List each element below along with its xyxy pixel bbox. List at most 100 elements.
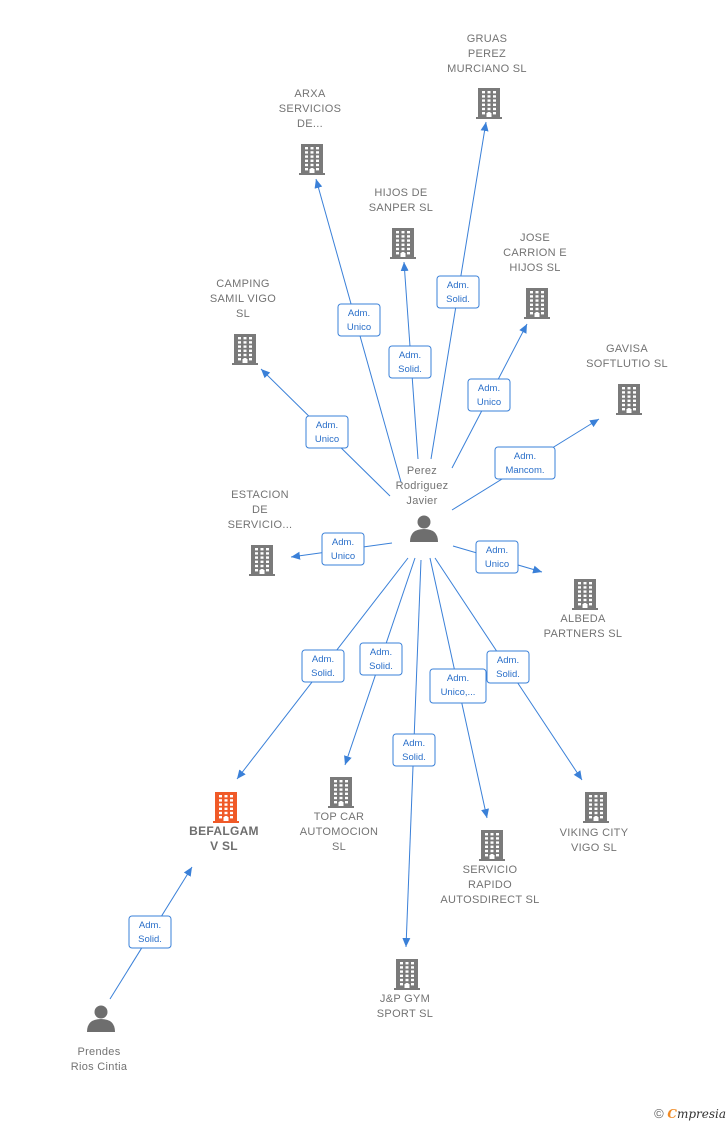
node-label: SAMIL VIGO [210,293,276,305]
node-label: J&P GYM [380,993,430,1005]
edge-label-line: Adm. [403,738,425,749]
edge-label-line: Adm. [370,647,392,658]
node-albeda[interactable]: ALBEDA PARTNERS SL [544,579,623,640]
edge-label-jp_gym[interactable]: Adm.Solid. [392,733,436,767]
node-label: HIJOS SL [509,262,560,274]
edge-label-line: Solid. [446,294,470,305]
edge-label-viking[interactable]: Adm. Solid. [486,650,530,684]
node-label: SOFTLUTIO SL [586,358,668,370]
edge-label-befalgam[interactable]: Adm.Solid. [128,915,172,949]
edge-label-arxa[interactable]: Adm. Unico [337,303,381,337]
node-label: DE [252,504,268,516]
edge-label-line: Solid. [496,669,520,680]
edge-label-line: Adm. [486,545,508,556]
building-icon [232,334,258,365]
edge-label-line: Unico,... [441,687,476,698]
edge-label-gruas[interactable]: Adm. Solid. [436,275,480,309]
node-label: SERVICIO... [228,519,293,531]
node-label: AUTOSDIRECT SL [440,894,539,906]
node-label: Perez [407,465,437,477]
edge-label-line: Adm. [447,673,469,684]
node-label: SL [236,308,250,320]
node-label: PARTNERS SL [544,628,623,640]
node-servicio_rapido[interactable]: SERVICIO RAPIDO AUTOSDIRECT SL [440,830,539,906]
node-label: RAPIDO [468,879,512,891]
node-label: ESTACION [231,489,289,501]
edge-label-camping[interactable]: Adm. Unico [305,415,349,449]
node-label: SERVICIO [463,864,518,876]
node-gavisa[interactable]: GAVISA SOFTLUTIO SL [586,343,668,415]
building-icon [583,792,609,823]
node-label: HIJOS DE [374,187,427,199]
edge-label-line: Adm. [332,537,354,548]
node-hijos_sanper[interactable]: HIJOS DE SANPER SL [369,187,433,259]
node-label: GRUAS [467,33,508,45]
node-label: MURCIANO SL [447,63,527,75]
edge-label-line: Unico [347,322,371,333]
node-label: BEFALGAM [189,824,259,838]
edge-label-line: Adm. [497,655,519,666]
edge-label-servicio_rapido[interactable]: Adm. Unico,... [429,668,487,704]
edge-label-line: Solid. [311,668,335,679]
building-icon [213,792,239,823]
building-icon [394,959,420,990]
edge-label-line: Mancom. [505,465,544,476]
node-label: PEREZ [468,48,506,60]
node-label: SANPER SL [369,202,433,214]
edge-label-topcar[interactable]: Adm. Solid. [359,642,403,676]
empresia-logo: Cmpresia [667,1107,726,1121]
node-camping[interactable]: CAMPING SAMIL VIGO SL [210,278,276,365]
edge-label-estacion[interactable]: Adm.Unico [321,532,365,566]
node-label: GAVISA [606,343,648,355]
edge-label-albeda[interactable]: Adm. Unico [475,540,519,574]
edge-label-line: Adm. [348,308,370,319]
edge-label-gavisa[interactable]: Adm. Mancom. [494,446,556,480]
node-estacion[interactable]: ESTACION DE SERVICIO... [228,489,293,576]
node-label: DE... [297,118,323,130]
edge-label-hijos_sanper[interactable]: Adm. Solid. [388,345,432,379]
node-label: Rios Cintia [71,1061,128,1073]
node-label: VIKING CITY [560,827,629,839]
building-icon [476,88,502,119]
node-arxa[interactable]: ARXASERVICIOSDE... [279,88,341,175]
edge-label-line: Solid. [398,364,422,375]
edge-label-line: Solid. [369,661,393,672]
building-icon [390,228,416,259]
building-icon [249,545,275,576]
edge-label-line: Unico [485,559,509,570]
copyright-icon: © [654,1106,664,1121]
building-icon [328,777,354,808]
node-label: Javier [406,495,437,507]
building-icon [479,830,505,861]
node-label: SL [332,841,346,853]
edge-label-line: Unico [315,434,339,445]
person-icon [410,515,438,542]
edge-label-line: Adm. [139,920,161,931]
node-label: V SL [210,839,238,853]
node-gruas[interactable]: GRUAS PEREZ MURCIANO SL [447,33,527,119]
edge-label-line: Adm. [399,350,421,361]
node-label: ALBEDA [560,613,606,625]
building-icon [616,384,642,415]
node-label: Rodriguez [396,480,449,492]
edge-label-line: Adm. [478,383,500,394]
node-label: Prendes [77,1046,120,1058]
node-label: AUTOMOCION [300,826,379,838]
node-label: SERVICIOS [279,103,341,115]
edge-label-befalgam[interactable]: Adm.Solid. [301,649,345,683]
edge-label-jose_carrion[interactable]: Adm. Unico [467,378,511,412]
edge-label-line: Adm. [447,280,469,291]
person-icon [87,1005,115,1032]
edge-label-line: Adm. [316,420,338,431]
node-label: CAMPING [216,278,269,290]
edge-label-line: Adm. [514,451,536,462]
edge-label-line: Unico [477,397,501,408]
